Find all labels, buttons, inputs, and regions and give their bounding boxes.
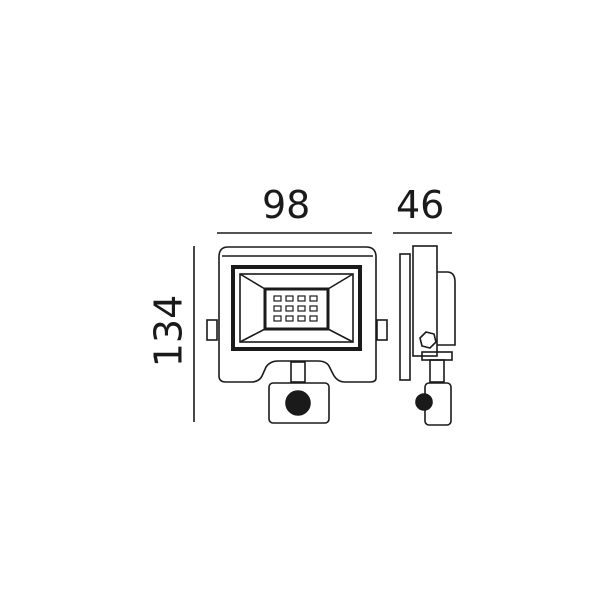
side-view xyxy=(399,245,456,426)
height-dimension-label: 134 xyxy=(146,294,191,368)
dimension-lines xyxy=(193,232,452,422)
width-dimension-label: 98 xyxy=(262,183,311,227)
front-view xyxy=(206,246,388,424)
depth-dimension-label: 46 xyxy=(396,183,445,227)
